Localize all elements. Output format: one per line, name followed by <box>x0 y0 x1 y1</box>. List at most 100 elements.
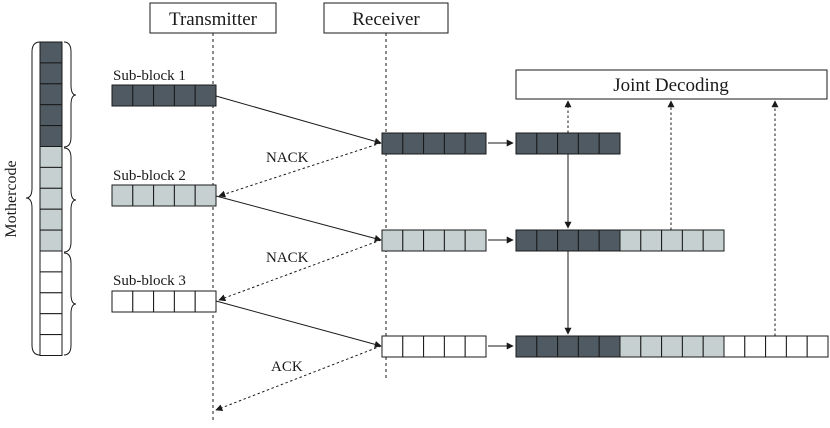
receiver-label: Receiver <box>352 9 420 30</box>
nack-arrow-2 <box>218 239 382 302</box>
rx-block-2-cell <box>443 229 466 252</box>
buffer-3-cell <box>723 335 746 358</box>
rx-block-3 <box>381 335 487 358</box>
rx-block-3-cell <box>402 335 425 358</box>
tx-sub-block-3-cell <box>153 290 175 313</box>
mothercode-braces <box>25 41 77 356</box>
brace-sub-block-3 <box>63 252 77 356</box>
mothercode-cell <box>39 166 63 189</box>
tx-sub-block-2-cell <box>132 184 155 207</box>
sub-block-3-label: Sub-block 3 <box>113 273 186 289</box>
buffer-3-cell <box>785 335 808 358</box>
rx-block-1-cell <box>381 132 404 155</box>
mothercode-cell <box>39 292 63 315</box>
mothercode-label: Mothercode <box>3 160 20 237</box>
tx-sub-block-1 <box>111 84 217 107</box>
buffer-2-cell <box>619 229 642 252</box>
mothercode-cell <box>39 334 63 357</box>
rx-block-2-cell <box>381 229 404 252</box>
rx-block-2-cell <box>402 229 425 252</box>
buffer-2-cell <box>536 229 559 252</box>
transmitter-label: Transmitter <box>169 9 258 30</box>
rx-block-3-cell <box>381 335 404 358</box>
buffer-1-cell <box>598 132 621 155</box>
buffer-3-cell <box>536 335 559 358</box>
mothercode-cell <box>39 125 63 147</box>
tx-sub-block-3-cell <box>173 290 196 313</box>
buffer-1-cell <box>557 132 579 155</box>
receiver-header: Receiver <box>323 2 449 34</box>
feedback-arrows <box>215 100 779 411</box>
rx-block-2-cell <box>423 229 445 252</box>
mothercode-cell <box>39 146 63 168</box>
tx-sub-block-3-cell <box>111 290 134 313</box>
tx-sub-block-1-cell <box>132 84 155 107</box>
buffer-1-cell <box>577 132 600 155</box>
mothercode-cell <box>39 83 63 106</box>
rx-block-3-cell <box>423 335 445 358</box>
buffer-3-cell <box>681 335 704 358</box>
buffer-3-cell <box>619 335 642 358</box>
buffer-3 <box>515 335 829 358</box>
buffer-2-cell <box>557 229 579 252</box>
buffer-3-cell <box>744 335 767 358</box>
buffer-1-cell <box>536 132 559 155</box>
feedback-2-label: NACK <box>266 250 309 266</box>
rx-block-1-cell <box>402 132 425 155</box>
ack-arrow <box>215 345 382 411</box>
tx-sub-block-3-cell <box>194 290 217 313</box>
tx-sub-block-1-cell <box>173 84 196 107</box>
mothercode-cell <box>39 41 63 64</box>
tx-arrow-2 <box>215 195 382 242</box>
buffer-2 <box>515 229 725 252</box>
brace-sub-block-1 <box>63 41 77 148</box>
transmitter-header: Transmitter <box>149 2 277 34</box>
buffer-3-cell <box>577 335 600 358</box>
rx-block-1-cell <box>443 132 466 155</box>
tx-sub-block-1-cell <box>153 84 175 107</box>
buffer-1-cell <box>515 132 538 155</box>
feedback-3-label: ACK <box>271 359 303 375</box>
buffer-2-cell <box>577 229 600 252</box>
buffer-2-cell <box>640 229 663 252</box>
tx-sub-block-2-cell <box>194 184 217 207</box>
buffer-3-cell <box>598 335 621 358</box>
mothercode-cell <box>39 313 63 336</box>
tx-sub-block-3-cell <box>132 290 155 313</box>
buffer-2-cell <box>661 229 683 252</box>
rx-block-1-cell <box>464 132 487 155</box>
buffer-2-cell <box>702 229 725 252</box>
buffer-2-cell <box>598 229 621 252</box>
buffer-3-cell <box>765 335 787 358</box>
buffer-3-cell <box>515 335 538 358</box>
tx-sub-block-2-cell <box>111 184 134 207</box>
tx-sub-block-2-cell <box>153 184 175 207</box>
tx-sub-block-2-cell <box>173 184 196 207</box>
mothercode-cell <box>39 208 63 231</box>
feedback-1-label: NACK <box>266 150 309 166</box>
sub-block-1-label: Sub-block 1 <box>113 68 186 84</box>
buffer-3-cell <box>806 335 829 358</box>
joint-decoding-box: Joint Decoding <box>515 69 828 100</box>
nack-arrow-1 <box>218 142 382 198</box>
transmission-arrows <box>215 95 572 350</box>
tx-arrow-1 <box>215 95 382 145</box>
mothercode-left-brace <box>25 41 41 356</box>
mothercode-cell <box>39 229 63 252</box>
mothercode-column <box>39 41 63 357</box>
rx-block-2 <box>381 229 487 252</box>
brace-sub-block-2 <box>63 147 77 253</box>
buffer-2-cell <box>681 229 704 252</box>
rx-block-3-cell <box>443 335 466 358</box>
buffer-3-cell <box>640 335 663 358</box>
buffer-3-cell <box>661 335 683 358</box>
mothercode-cell <box>39 187 63 210</box>
rx-block-1 <box>381 132 487 155</box>
rx-block-3-cell <box>464 335 487 358</box>
tx-arrow-3 <box>215 300 382 348</box>
tx-sub-block-1-cell <box>194 84 217 107</box>
mothercode-cell <box>39 104 63 127</box>
rx-block-2-cell <box>464 229 487 252</box>
